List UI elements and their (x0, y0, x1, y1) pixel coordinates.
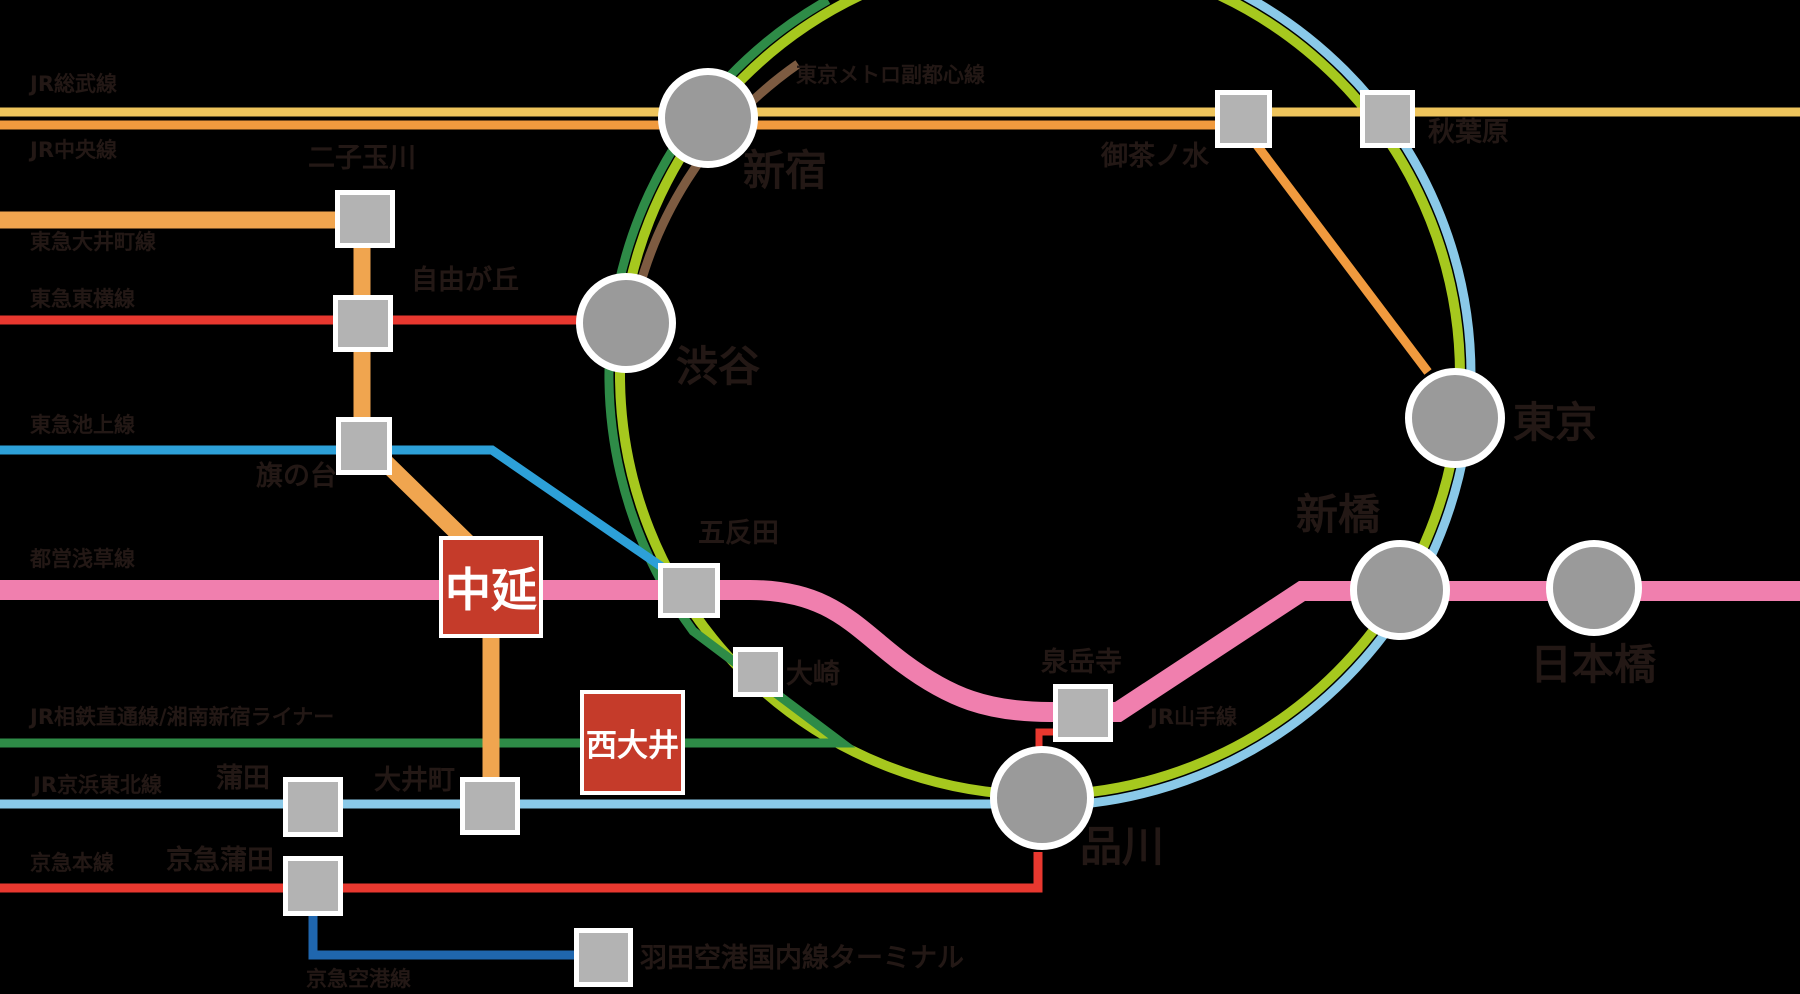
line-label-jr-chuo: JR中央線 (30, 138, 117, 162)
station-marker-shinagawa (990, 746, 1094, 850)
station-marker-osaki (733, 647, 783, 697)
station-label-futakotamagawa: 二子玉川 (308, 143, 416, 174)
station-marker-jiyugaoka (333, 295, 393, 352)
chuo-line-diagonal-path (1249, 137, 1432, 375)
station-marker-oimachi (460, 777, 520, 835)
station-label-sengakuji: 泉岳寺 (1041, 647, 1122, 678)
ikegami-line-path (0, 445, 665, 571)
asakusa-line-path (0, 580, 1800, 722)
line-label-tokyu-toyoko: 東急東横線 (30, 287, 135, 311)
station-marker-akihabara (1360, 90, 1415, 148)
keikyu-airport-line-path (308, 914, 574, 960)
station-label-haneda: 羽田空港国内線ターミナル (640, 943, 964, 974)
line-label-jr-keihin-tohoku: JR京浜東北線 (33, 773, 162, 797)
highlight-station-nishioi: 西大井 (580, 690, 685, 795)
station-label-hatanodai: 旗の台 (256, 461, 337, 492)
line-label-jr-sotetsu-shonan: JR相鉄直通線/湘南新宿ライナー (30, 705, 335, 729)
line-label-jr-sobu: JR総武線 (30, 72, 117, 96)
station-marker-sengakuji (1053, 684, 1113, 742)
station-label-akihabara: 秋葉原 (1428, 117, 1509, 148)
station-marker-shibuya (576, 273, 676, 373)
station-marker-futakotamagawa (335, 190, 395, 248)
line-label-keikyu-airport: 京急空港線 (306, 967, 411, 991)
station-marker-hatanodai (336, 417, 392, 475)
station-label-shinjuku: 新宿 (743, 146, 828, 195)
station-marker-gotanda (658, 563, 720, 618)
station-label-oimachi: 大井町 (374, 765, 455, 796)
station-label-kamata: 蒲田 (216, 763, 270, 794)
station-marker-shimbashi (1350, 540, 1450, 640)
keikyu-main-line-path (0, 852, 1043, 893)
station-label-shinagawa: 品川 (1080, 822, 1165, 871)
station-label-shibuya: 渋谷 (676, 342, 761, 391)
station-marker-haneda (574, 928, 633, 987)
line-label-tokyu-ikegami: 東急池上線 (30, 413, 135, 437)
station-label-shimbashi: 新橋 (1296, 490, 1381, 539)
station-marker-kamata (283, 777, 343, 837)
station-label-nihombashi: 日本橋 (1530, 640, 1657, 689)
line-label-metro-fukutoshin: 東京メトロ副都心線 (796, 63, 985, 87)
station-marker-tokyo (1405, 368, 1505, 468)
line-label-tokyu-oimachi: 東急大井町線 (30, 230, 156, 254)
station-label-osaki: 大崎 (786, 659, 840, 690)
station-marker-ochanomizu (1215, 90, 1272, 148)
station-marker-nihombashi (1546, 540, 1642, 636)
highlight-station-nakanobu: 中延 (439, 536, 543, 638)
line-label-keikyu-main: 京急本線 (30, 851, 114, 875)
station-label-keikyu-kamata: 京急蒲田 (166, 845, 274, 876)
station-label-jiyugaoka: 自由が丘 (411, 265, 519, 296)
station-marker-shinjuku (658, 68, 758, 168)
keikyu-main-connector-path (1035, 728, 1053, 750)
station-label-gotanda: 五反田 (698, 518, 779, 549)
station-label-ochanomizu: 御茶ノ水 (1101, 141, 1209, 172)
line-label-toei-asakusa: 都営浅草線 (30, 547, 135, 571)
line-label-jr-yamanote: JR山手線 (1150, 705, 1237, 729)
station-marker-keikyu-kamata (283, 856, 343, 916)
station-label-tokyo: 東京 (1513, 398, 1598, 447)
